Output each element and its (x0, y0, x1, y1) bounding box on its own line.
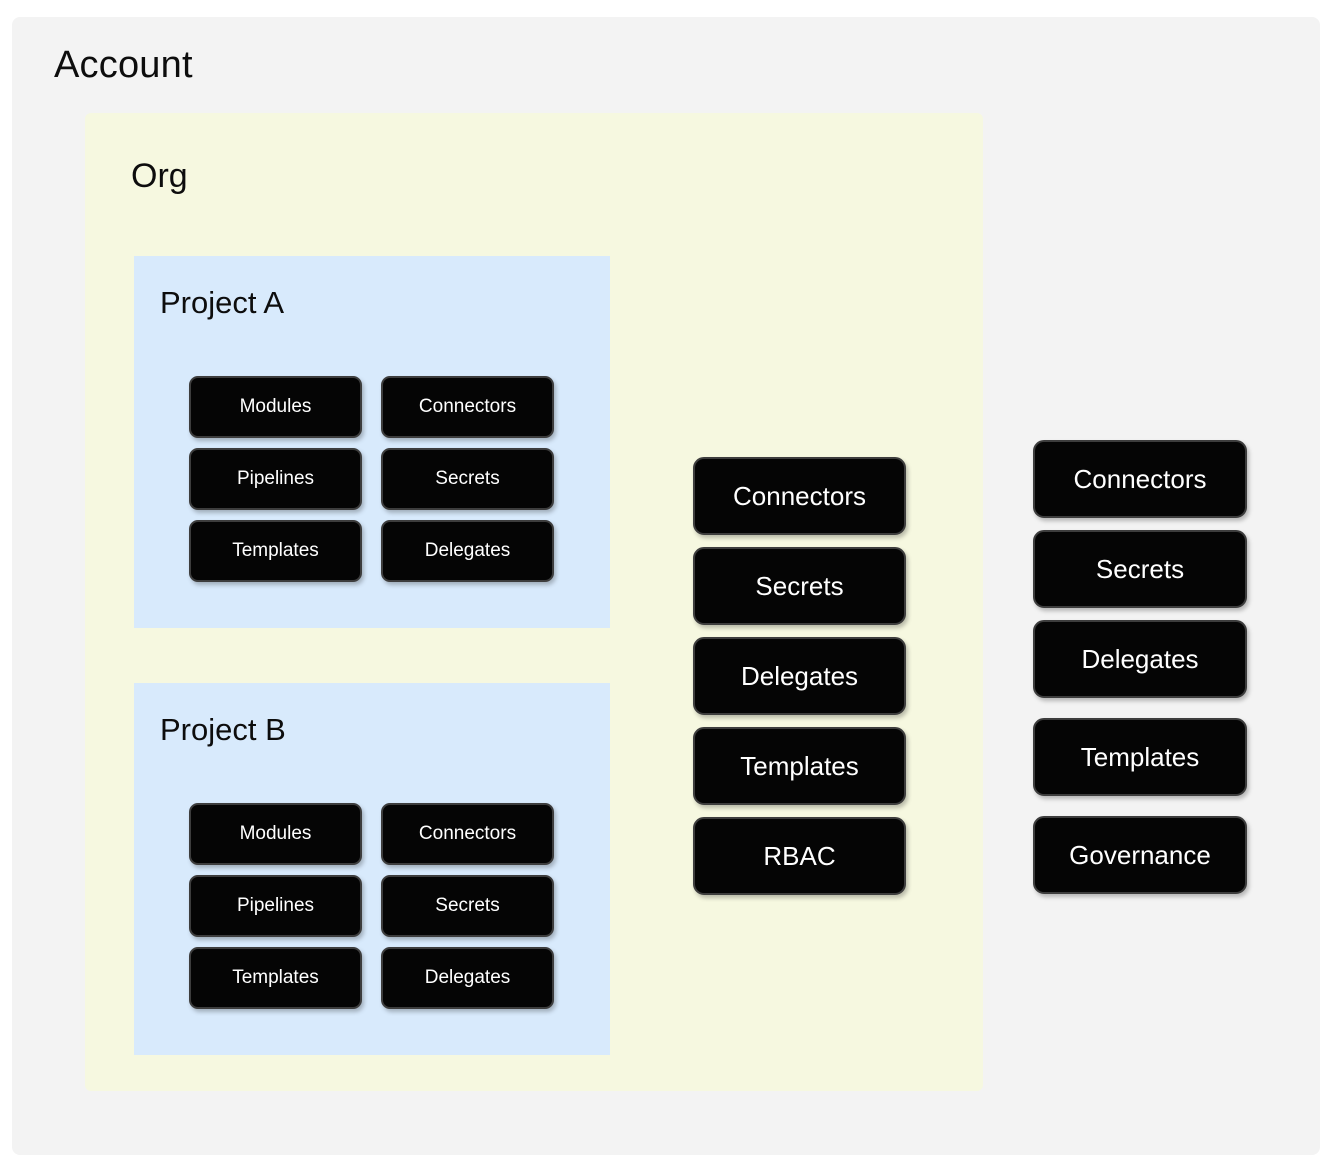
project-a-node-delegates[interactable]: Delegates (381, 520, 554, 582)
org-node-secrets[interactable]: Secrets (693, 547, 906, 625)
project-b-panel: Project B Modules Connectors Pipelines S… (134, 683, 610, 1055)
project-b-node-pipelines[interactable]: Pipelines (189, 875, 362, 937)
project-a-item-grid: Modules Connectors Pipelines Secrets Tem… (189, 376, 554, 582)
project-b-node-modules[interactable]: Modules (189, 803, 362, 865)
project-b-item-grid: Modules Connectors Pipelines Secrets Tem… (189, 803, 554, 1009)
org-node-connectors[interactable]: Connectors (693, 457, 906, 535)
project-a-node-pipelines[interactable]: Pipelines (189, 448, 362, 510)
project-b-title: Project B (160, 712, 286, 747)
account-node-governance[interactable]: Governance (1033, 816, 1247, 894)
project-b-node-delegates[interactable]: Delegates (381, 947, 554, 1009)
project-a-node-secrets[interactable]: Secrets (381, 448, 554, 510)
org-scope-panel: Org Project A Modules Connectors Pipelin… (85, 113, 983, 1091)
project-a-panel: Project A Modules Connectors Pipelines S… (134, 256, 610, 628)
account-scope-panel: Account Org Project A Modules Connectors… (12, 17, 1320, 1155)
project-a-node-modules[interactable]: Modules (189, 376, 362, 438)
project-a-node-connectors[interactable]: Connectors (381, 376, 554, 438)
org-node-delegates[interactable]: Delegates (693, 637, 906, 715)
account-title: Account (54, 44, 193, 86)
account-node-connectors[interactable]: Connectors (1033, 440, 1247, 518)
account-level-resource-column: Connectors Secrets Delegates Templates G… (1033, 440, 1247, 894)
org-node-rbac[interactable]: RBAC (693, 817, 906, 895)
project-a-node-templates[interactable]: Templates (189, 520, 362, 582)
account-node-secrets[interactable]: Secrets (1033, 530, 1247, 608)
project-b-node-connectors[interactable]: Connectors (381, 803, 554, 865)
org-node-templates[interactable]: Templates (693, 727, 906, 805)
project-b-node-templates[interactable]: Templates (189, 947, 362, 1009)
project-b-node-secrets[interactable]: Secrets (381, 875, 554, 937)
org-title: Org (131, 157, 188, 195)
org-level-resource-column: Connectors Secrets Delegates Templates R… (693, 457, 906, 895)
account-node-templates[interactable]: Templates (1033, 718, 1247, 796)
account-node-delegates[interactable]: Delegates (1033, 620, 1247, 698)
project-a-title: Project A (160, 285, 285, 320)
